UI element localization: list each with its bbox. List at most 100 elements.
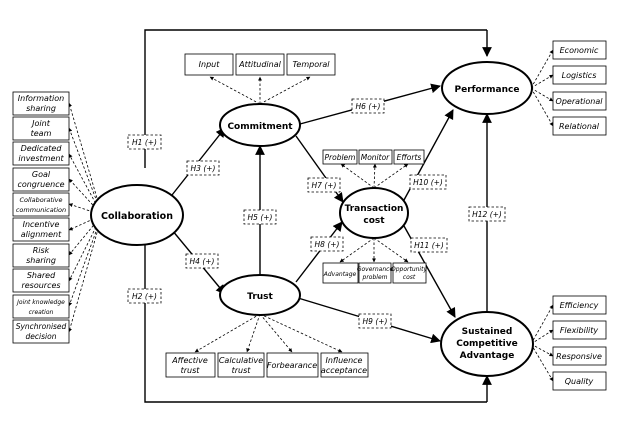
svg-text:H5 (+): H5 (+) [248,213,273,222]
performance-dimensions: Economic Logistics Operational Relationa… [552,40,607,136]
arrow-trust-tc [295,221,343,283]
dimension-problem: Problem [322,149,358,165]
dimension-shared-resources: Shared resources [12,268,70,293]
svg-text:Joint knowledge: Joint knowledge [16,299,65,306]
hypothesis-h8: H8 (+) [310,236,344,252]
svg-text:Forbearance: Forbearance [267,361,317,370]
hypothesis-h10: H10 (+) [409,174,447,190]
dimension-risk-sharing: Risk sharing [12,243,70,268]
svg-text:Quality: Quality [565,377,594,386]
hypothesis-h9: H9 (+) [358,313,392,329]
svg-text:trust: trust [181,366,201,375]
svg-text:Input: Input [199,60,221,69]
svg-text:H6 (+): H6 (+) [356,102,381,111]
dimension-incentive-alignment: Incentive alignment [12,217,70,242]
dimension-efficiency: Efficiency [552,295,607,315]
svg-text:Performance: Performance [455,85,520,95]
svg-text:Goal: Goal [32,170,51,179]
svg-text:cost: cost [363,216,385,226]
svg-text:Shared: Shared [27,271,56,280]
svg-text:team: team [31,129,52,138]
svg-text:cost: cost [403,274,416,281]
hypothesis-h1: H1 (+) [127,134,162,150]
solid-connections [144,29,492,403]
hypothesis-h7: H7 (+) [307,177,341,193]
dimension-collaborative-communication: Collaborative communication [12,192,70,217]
svg-text:Calculative: Calculative [219,356,263,365]
svg-text:Problem: Problem [325,153,356,162]
svg-text:Dedicated: Dedicated [21,144,63,153]
hypothesis-h3: H3 (+) [186,160,220,176]
svg-text:Temporal: Temporal [293,60,331,69]
dimension-opportunity-cost: Opportunity cost [391,262,427,284]
dimension-attitudinal: Attitudinal [235,53,285,76]
hypothesis-h4: H4 (+) [185,253,219,269]
svg-text:Trust: Trust [247,292,273,302]
dimension-flexibility: Flexibility [552,320,607,340]
svg-text:Transaction: Transaction [345,204,404,214]
dimension-affective-trust: Affective trust [165,352,216,378]
svg-text:Governance: Governance [357,266,394,273]
svg-text:congruence: congruence [17,180,64,189]
dimension-relational: Relational [552,116,607,136]
dimension-advantage: Advantage [322,262,359,284]
svg-text:Synchronised: Synchronised [16,322,67,331]
svg-text:Relational: Relational [559,122,600,131]
svg-text:H3 (+): H3 (+) [191,164,216,173]
sca-dimensions: Efficiency Flexibility Responsive Qualit… [552,295,607,391]
svg-text:Responsive: Responsive [556,352,602,361]
svg-text:communication: communication [16,206,66,214]
trust-dimensions: Affective trust Calculative trust Forbea… [165,352,369,378]
svg-text:Incentive: Incentive [23,220,60,229]
dimension-quality: Quality [552,371,607,391]
collaboration-dimensions: Information sharing Joint team Dedicated… [12,91,70,344]
svg-text:H11 (+): H11 (+) [414,241,444,250]
dimension-input: Input [184,53,234,76]
dimension-joint-team: Joint team [12,116,70,141]
dimension-responsive: Responsive [552,346,607,366]
hypothesis-h5: H5 (+) [243,209,277,225]
svg-text:acceptance: acceptance [321,366,367,375]
hypothesis-labels: H1 (+) H2 (+) H3 (+) H4 (+) H5 (+) H6 (+… [127,98,506,329]
svg-text:H10 (+): H10 (+) [413,178,443,187]
svg-text:problem: problem [362,274,388,281]
svg-text:Competitive: Competitive [456,339,517,349]
hypothesis-h11: H11 (+) [410,237,448,253]
svg-text:H8 (+): H8 (+) [315,240,340,249]
commitment-dimensions: Input Attitudinal Temporal [184,53,336,76]
svg-text:sharing: sharing [26,104,56,113]
svg-text:Logistics: Logistics [562,71,597,80]
dimension-logistics: Logistics [552,65,607,85]
svg-text:Risk: Risk [33,246,50,255]
svg-text:Attitudinal: Attitudinal [238,60,281,69]
svg-text:H4 (+): H4 (+) [190,257,215,266]
svg-text:H2 (+): H2 (+) [132,292,157,301]
svg-text:Opportunity: Opportunity [391,266,427,273]
svg-text:H9 (+): H9 (+) [363,317,388,326]
svg-text:Flexibility: Flexibility [560,326,599,335]
svg-text:sharing: sharing [26,256,56,265]
construct-sustained-competitive-advantage: Sustained Competitive Advantage [440,311,534,377]
svg-text:Collaboration: Collaboration [101,211,173,222]
svg-text:Joint: Joint [30,119,51,128]
svg-text:Sustained: Sustained [462,327,513,337]
svg-text:Influence: Influence [326,356,363,365]
svg-text:resources: resources [21,281,60,290]
dimension-governance-problem: Governance problem [357,262,394,284]
svg-text:H12 (+): H12 (+) [472,210,502,219]
hypothesis-h6: H6 (+) [351,98,385,114]
svg-text:investment: investment [18,154,64,163]
dimension-operational: Operational [552,91,607,111]
svg-text:Advantage: Advantage [323,271,357,278]
construct-commitment: Commitment [219,103,301,147]
dimension-goal-congruence: Goal congruence [12,167,70,192]
hypothesis-h12: H12 (+) [468,206,506,222]
dimension-temporal: Temporal [286,53,336,76]
construct-transaction-cost: Transaction cost [339,187,409,239]
svg-text:Operational: Operational [556,97,604,106]
dimension-joint-knowledge-creation: Joint knowledge creation [12,294,70,319]
svg-text:Monitor: Monitor [361,153,390,162]
svg-text:creation: creation [29,309,54,316]
hypothesis-h2: H2 (+) [127,288,162,304]
dimension-economic: Economic [552,40,607,60]
